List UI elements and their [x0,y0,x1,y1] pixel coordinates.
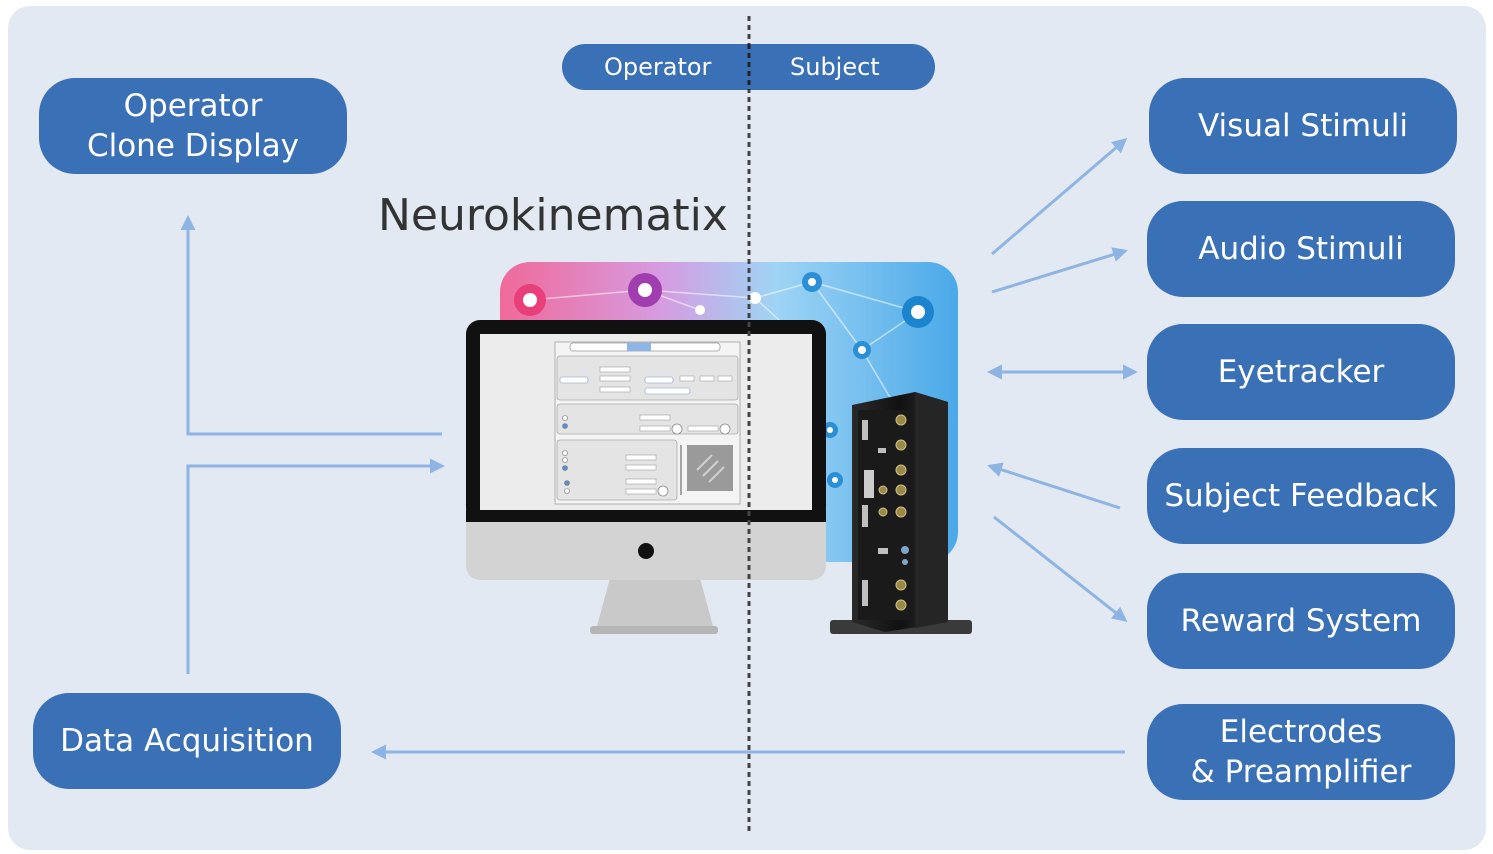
data-acquisition-box: Data Acquisition [33,693,341,789]
arrow-from-subject-feedback [987,462,1121,510]
arrow-from-data-acquisition [186,458,445,674]
arrow-to-reward-system [993,515,1128,622]
product-title: Neurokinematix [378,190,728,241]
toggle-subject-label: Subject [790,53,880,81]
electrodes-preamplifier-box: Electrodes & Preamplifier [1147,704,1455,800]
arrow-to-audio-stimuli [991,247,1128,294]
hardware-tower [830,392,972,634]
arrow-to-visual-stimuli [991,138,1128,256]
eyetracker-box: Eyetracker [1147,324,1455,420]
operator-clone-display-box: Operator Clone Display [39,78,347,174]
toggle-operator-label: Operator [604,53,712,81]
audio-stimuli-box: Audio Stimuli [1147,201,1455,297]
monitor [466,320,826,634]
arrow-to-operator-clone-display [180,215,442,436]
reward-system-box: Reward System [1147,573,1455,669]
visual-stimuli-box: Visual Stimuli [1149,78,1457,174]
subject-feedback-box: Subject Feedback [1147,448,1455,544]
